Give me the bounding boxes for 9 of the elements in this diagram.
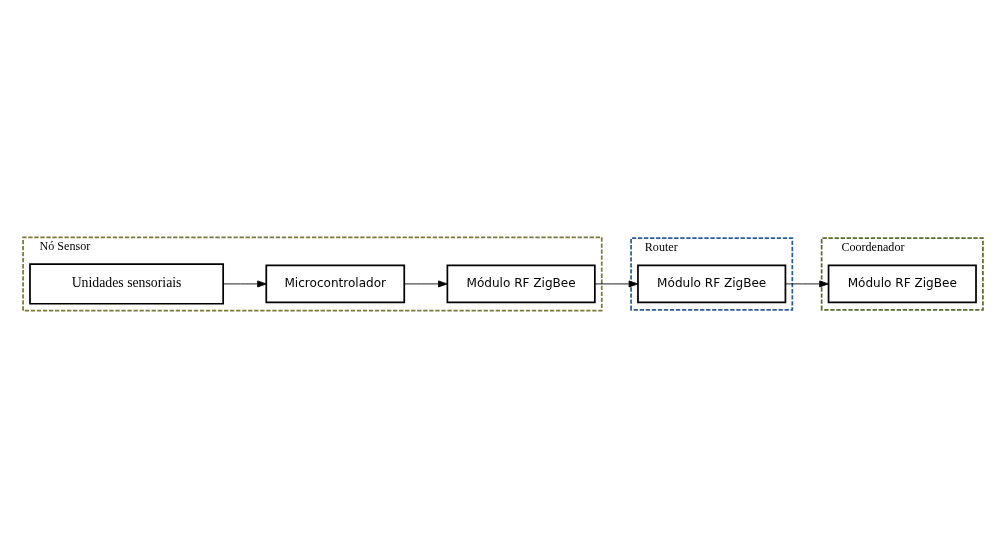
node-box: Módulo RF ZigBee [446, 264, 596, 304]
arrow [222, 280, 267, 288]
node-box: Microcontrolador [265, 264, 406, 304]
arrow [404, 280, 448, 288]
node-box: Módulo RF ZigBee [637, 264, 787, 304]
arrow [594, 280, 639, 288]
node-box: Módulo RF ZigBee [827, 264, 977, 304]
node-box: Unidades sensoriais [29, 263, 224, 305]
arrow [785, 280, 829, 288]
